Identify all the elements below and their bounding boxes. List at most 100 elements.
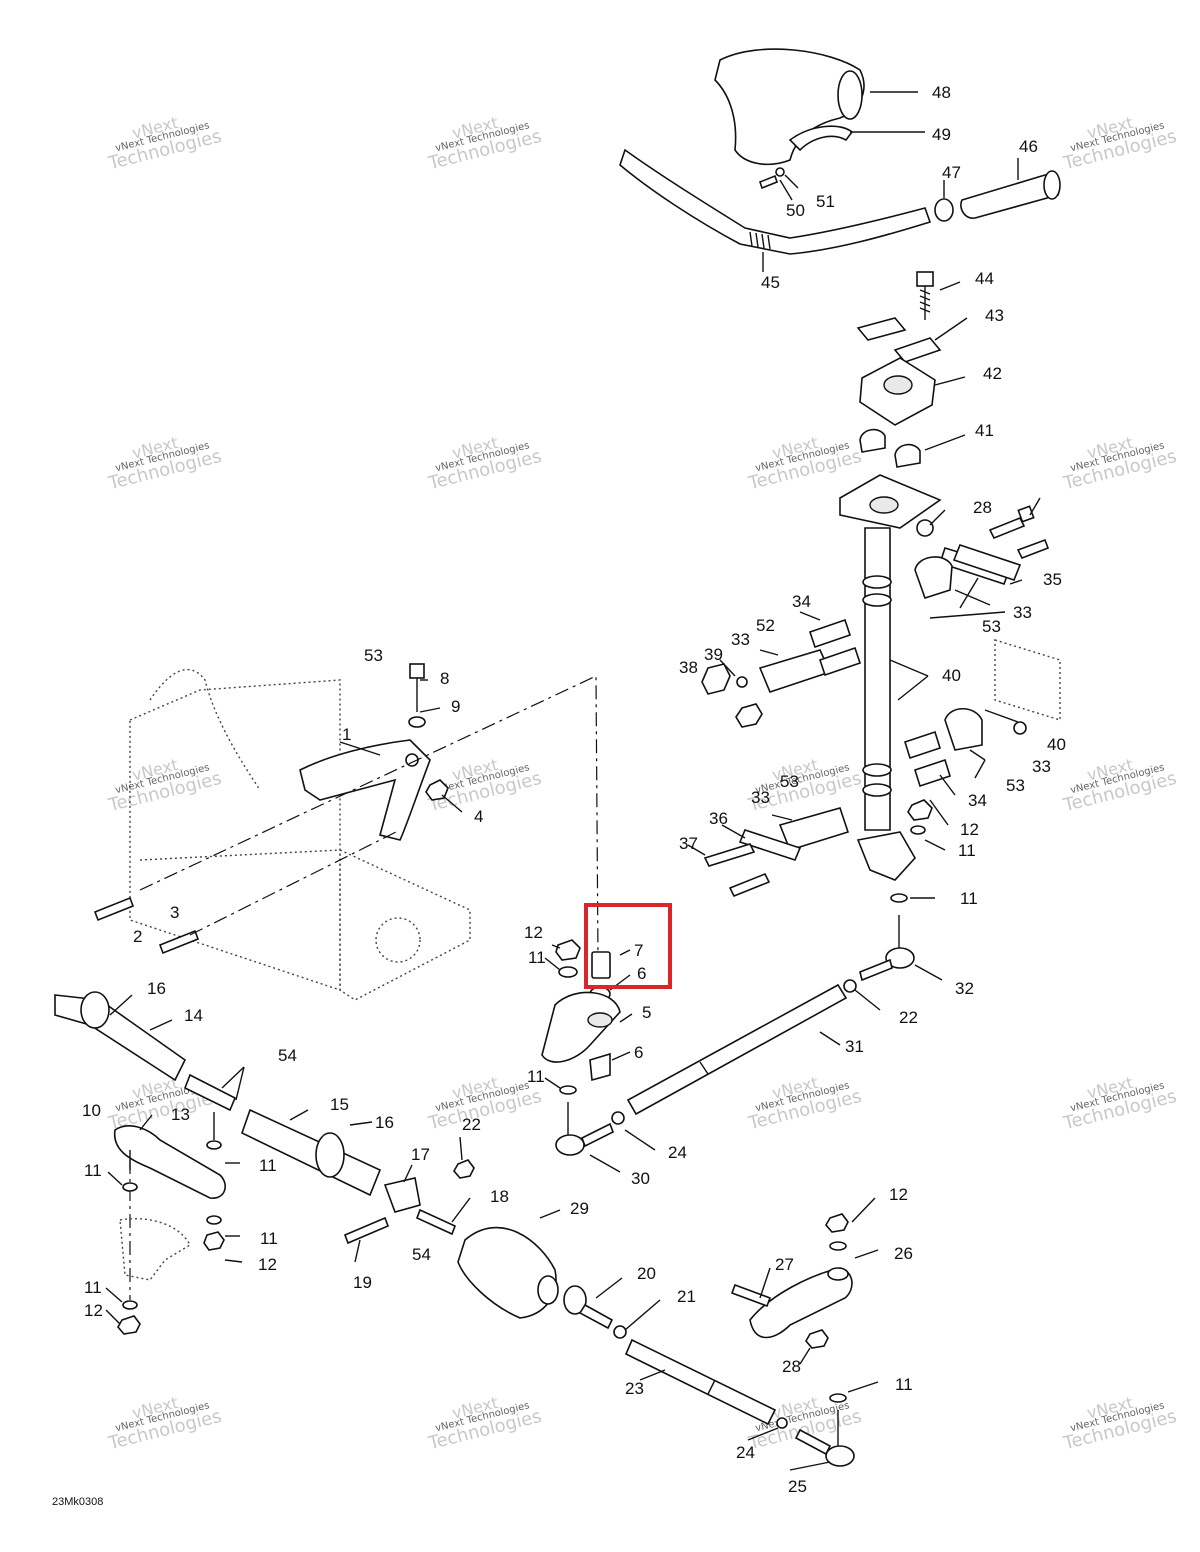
diagram-code: 23Mk0308 bbox=[52, 1496, 104, 1508]
callout-41: 41 bbox=[975, 421, 994, 440]
callout-33: 33 bbox=[731, 630, 750, 649]
callout-11: 11 bbox=[260, 1229, 278, 1248]
callout-11: 11 bbox=[527, 1067, 545, 1086]
callout-4: 4 bbox=[474, 807, 483, 826]
callout-47: 47 bbox=[942, 163, 961, 182]
handlebar-assembly bbox=[619, 48, 1061, 272]
callout-53: 53 bbox=[982, 617, 1001, 636]
callout-12: 12 bbox=[960, 820, 979, 839]
leader-lines bbox=[105, 174, 1041, 1471]
callout-11: 11 bbox=[528, 948, 546, 967]
callout-53: 53 bbox=[780, 772, 799, 791]
callout-30: 30 bbox=[631, 1169, 650, 1188]
callout-11: 11 bbox=[895, 1375, 913, 1394]
callout-12: 12 bbox=[889, 1185, 908, 1204]
callout-37: 37 bbox=[679, 834, 698, 853]
callout-13: 13 bbox=[171, 1105, 190, 1124]
callout-35: 35 bbox=[1043, 570, 1062, 589]
callout-24: 24 bbox=[668, 1143, 687, 1162]
callout-2: 2 bbox=[133, 927, 142, 946]
callout-46: 46 bbox=[1019, 137, 1038, 156]
highlight-box bbox=[584, 903, 672, 989]
callout-28: 28 bbox=[782, 1357, 801, 1376]
callout-23: 23 bbox=[625, 1379, 644, 1398]
steering-column bbox=[626, 271, 1061, 1116]
callout-53: 53 bbox=[1006, 776, 1025, 795]
callout-6: 6 bbox=[634, 1043, 643, 1062]
callout-21: 21 bbox=[677, 1287, 696, 1306]
callout-40: 40 bbox=[1047, 735, 1066, 754]
callout-18: 18 bbox=[490, 1187, 509, 1206]
callout-12: 12 bbox=[84, 1301, 103, 1320]
callout-54: 54 bbox=[278, 1046, 297, 1065]
left-linkage bbox=[54, 991, 855, 1467]
callout-33: 33 bbox=[1013, 603, 1032, 622]
pitman-arm-group bbox=[541, 939, 625, 1156]
callout-20: 20 bbox=[637, 1264, 656, 1283]
callout-9: 9 bbox=[451, 697, 460, 716]
callout-33: 33 bbox=[751, 788, 770, 807]
callout-38: 38 bbox=[679, 658, 698, 677]
callout-7: 7 bbox=[634, 941, 643, 960]
callout-22: 22 bbox=[899, 1008, 918, 1027]
callout-17: 17 bbox=[411, 1145, 430, 1164]
callout-34: 34 bbox=[968, 791, 987, 810]
callout-36: 36 bbox=[709, 809, 728, 828]
callout-31: 31 bbox=[845, 1037, 864, 1056]
callout-12: 12 bbox=[524, 923, 543, 942]
callout-19: 19 bbox=[353, 1273, 372, 1292]
callout-12: 12 bbox=[258, 1255, 277, 1274]
callout-22: 22 bbox=[462, 1115, 481, 1134]
callout-11: 11 bbox=[259, 1156, 277, 1175]
callout-24: 24 bbox=[736, 1443, 755, 1462]
callout-48: 48 bbox=[932, 83, 951, 102]
callout-11: 11 bbox=[84, 1278, 102, 1297]
callout-14: 14 bbox=[184, 1006, 203, 1025]
callout-15: 15 bbox=[330, 1095, 349, 1114]
callout-42: 42 bbox=[983, 364, 1002, 383]
callout-50: 50 bbox=[786, 201, 805, 220]
callout-25: 25 bbox=[788, 1477, 807, 1496]
callout-54: 54 bbox=[412, 1245, 431, 1264]
callout-3: 3 bbox=[170, 903, 179, 922]
callout-11: 11 bbox=[958, 841, 976, 860]
callout-33: 33 bbox=[1032, 757, 1051, 776]
callout-53: 53 bbox=[364, 646, 383, 665]
callout-39: 39 bbox=[704, 645, 723, 664]
callout-16: 16 bbox=[147, 979, 166, 998]
callout-6: 6 bbox=[637, 964, 646, 983]
callout-26: 26 bbox=[894, 1244, 913, 1263]
callout-29: 29 bbox=[570, 1199, 589, 1218]
callout-40: 40 bbox=[942, 666, 961, 685]
callout-49: 49 bbox=[932, 125, 951, 144]
callout-32: 32 bbox=[955, 979, 974, 998]
callout-1: 1 bbox=[342, 725, 351, 744]
callout-11: 11 bbox=[960, 889, 978, 908]
frame-chassis bbox=[93, 663, 599, 1300]
callout-43: 43 bbox=[985, 306, 1004, 325]
callout-51: 51 bbox=[816, 192, 835, 211]
callout-11: 11 bbox=[84, 1161, 102, 1180]
callout-8: 8 bbox=[440, 669, 449, 688]
callout-27: 27 bbox=[775, 1255, 794, 1274]
callout-5: 5 bbox=[642, 1003, 651, 1022]
callout-45: 45 bbox=[761, 273, 780, 292]
callout-34: 34 bbox=[792, 592, 811, 611]
